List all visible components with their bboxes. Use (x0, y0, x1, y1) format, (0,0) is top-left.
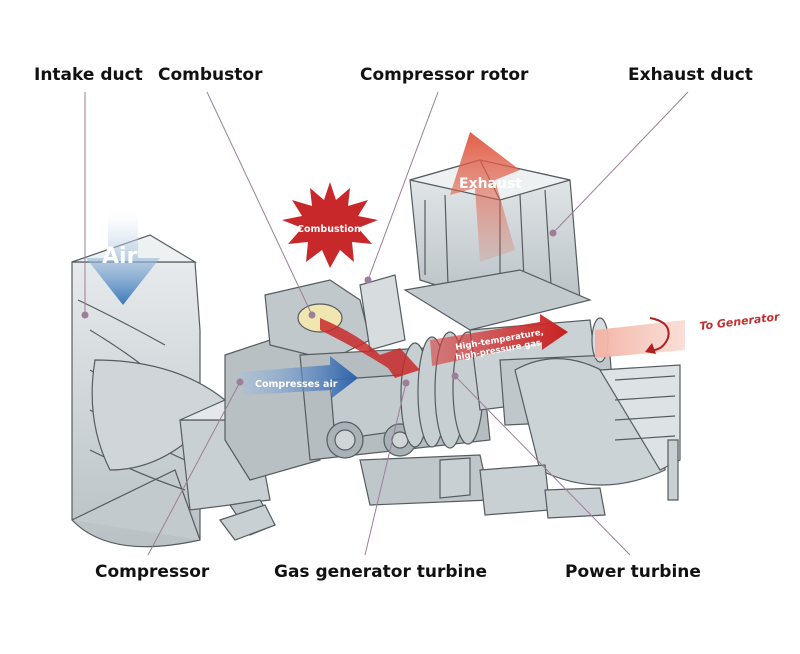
compresses-air-arrow: Compresses air (240, 356, 358, 398)
label-compressor: Compressor (95, 562, 210, 582)
label-combustor: Combustor (158, 65, 263, 85)
label-power-turbine: Power turbine (565, 562, 701, 582)
exhaust-label: Exhaust (459, 176, 522, 192)
leader-gas-generator-turbine (364, 382, 407, 556)
label-compressor-rotor: Compressor rotor (360, 65, 529, 85)
leader-compressor-rotor (367, 91, 439, 281)
compressor-casing-shape (179, 329, 321, 536)
combustion-label: Combustion (297, 224, 361, 235)
generator-shaft: To Generator (595, 310, 781, 358)
compresses-air-label: Compresses air (255, 379, 338, 390)
label-intake-duct: Intake duct (34, 65, 143, 85)
air-label: Air (102, 244, 138, 269)
leader-power-turbine (454, 375, 631, 556)
air-arrow: Air (86, 210, 160, 305)
to-generator-label: To Generator (699, 310, 781, 333)
leader-compressor (147, 381, 241, 556)
leader-lines (81, 91, 689, 556)
base-frame-shape (219, 439, 679, 541)
intake-duct-shape (71, 234, 226, 548)
rotation-arrow-icon (647, 317, 670, 352)
leader-exhaust-duct (552, 91, 689, 234)
label-gas-generator-turbine: Gas generator turbine (274, 562, 487, 582)
combustion-starburst: Combustion (282, 182, 378, 268)
exhaust-arrow: Exhaust (450, 132, 522, 262)
leader-combustor (206, 91, 313, 316)
starburst-icon (282, 182, 378, 268)
label-exhaust-duct: Exhaust duct (628, 65, 753, 85)
machine-body (71, 159, 681, 548)
